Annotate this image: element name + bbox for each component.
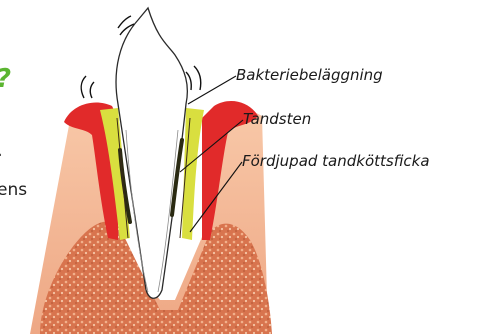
label-plaque: Bakteriebeläggning [236,68,383,83]
motion-marks-left [81,76,94,98]
motion-marks-right [186,66,201,90]
label-calculus: Tandsten [243,112,311,127]
leader-plaque [188,76,236,104]
label-pocket: Fördjupad tandköttsficka [242,154,430,169]
